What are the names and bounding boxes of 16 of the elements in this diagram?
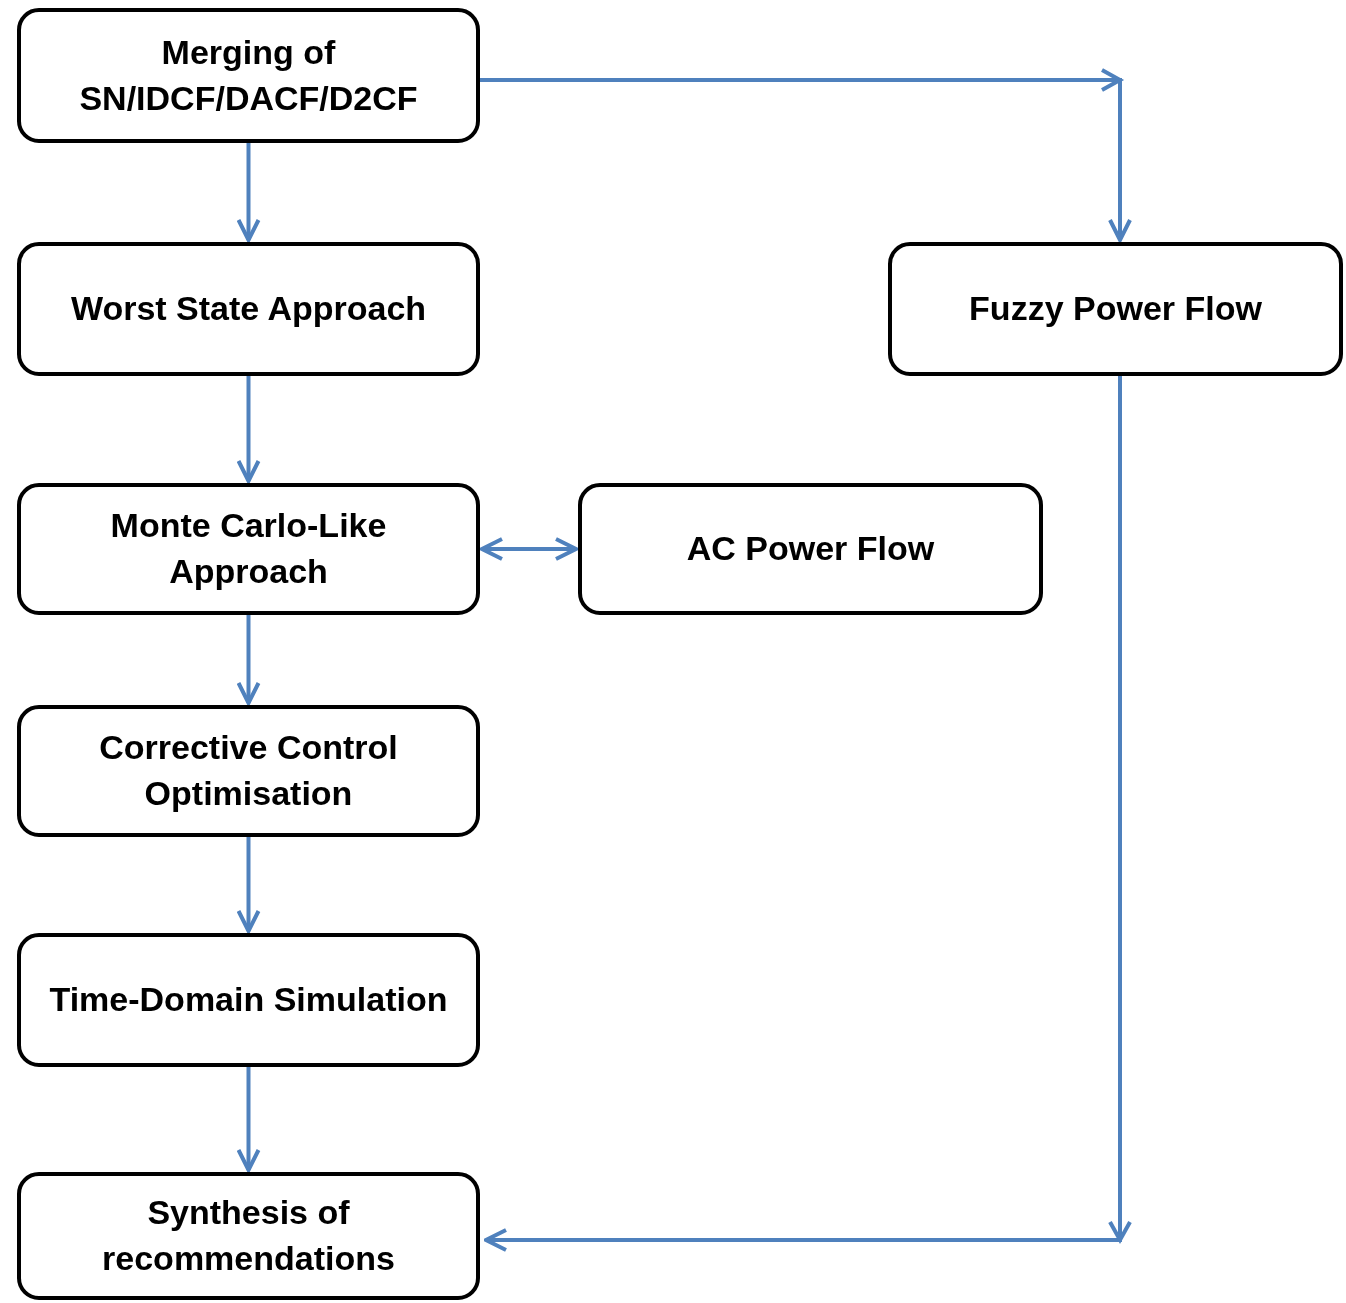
box-label: Fuzzy Power Flow (969, 288, 1262, 330)
box-label: Worst State Approach (70, 288, 427, 330)
process-box (17, 242, 480, 376)
process-box (578, 483, 1043, 615)
process-box (17, 1172, 480, 1300)
box-label: Merging of SN/IDCF/DACF/D2CF (78, 31, 419, 119)
process-box (17, 705, 480, 837)
box-label: Monte Carlo-Like Approach (109, 505, 388, 592)
process-box (17, 933, 480, 1067)
box-label: Synthesis of recommendations (101, 1192, 396, 1279)
process-box (17, 483, 480, 615)
process-box (17, 8, 480, 143)
box-label: Corrective Control Optimisation (98, 727, 399, 814)
box-label: AC Power Flow (686, 528, 935, 570)
box-label: Time-Domain Simulation (49, 979, 448, 1021)
process-box (888, 242, 1343, 376)
